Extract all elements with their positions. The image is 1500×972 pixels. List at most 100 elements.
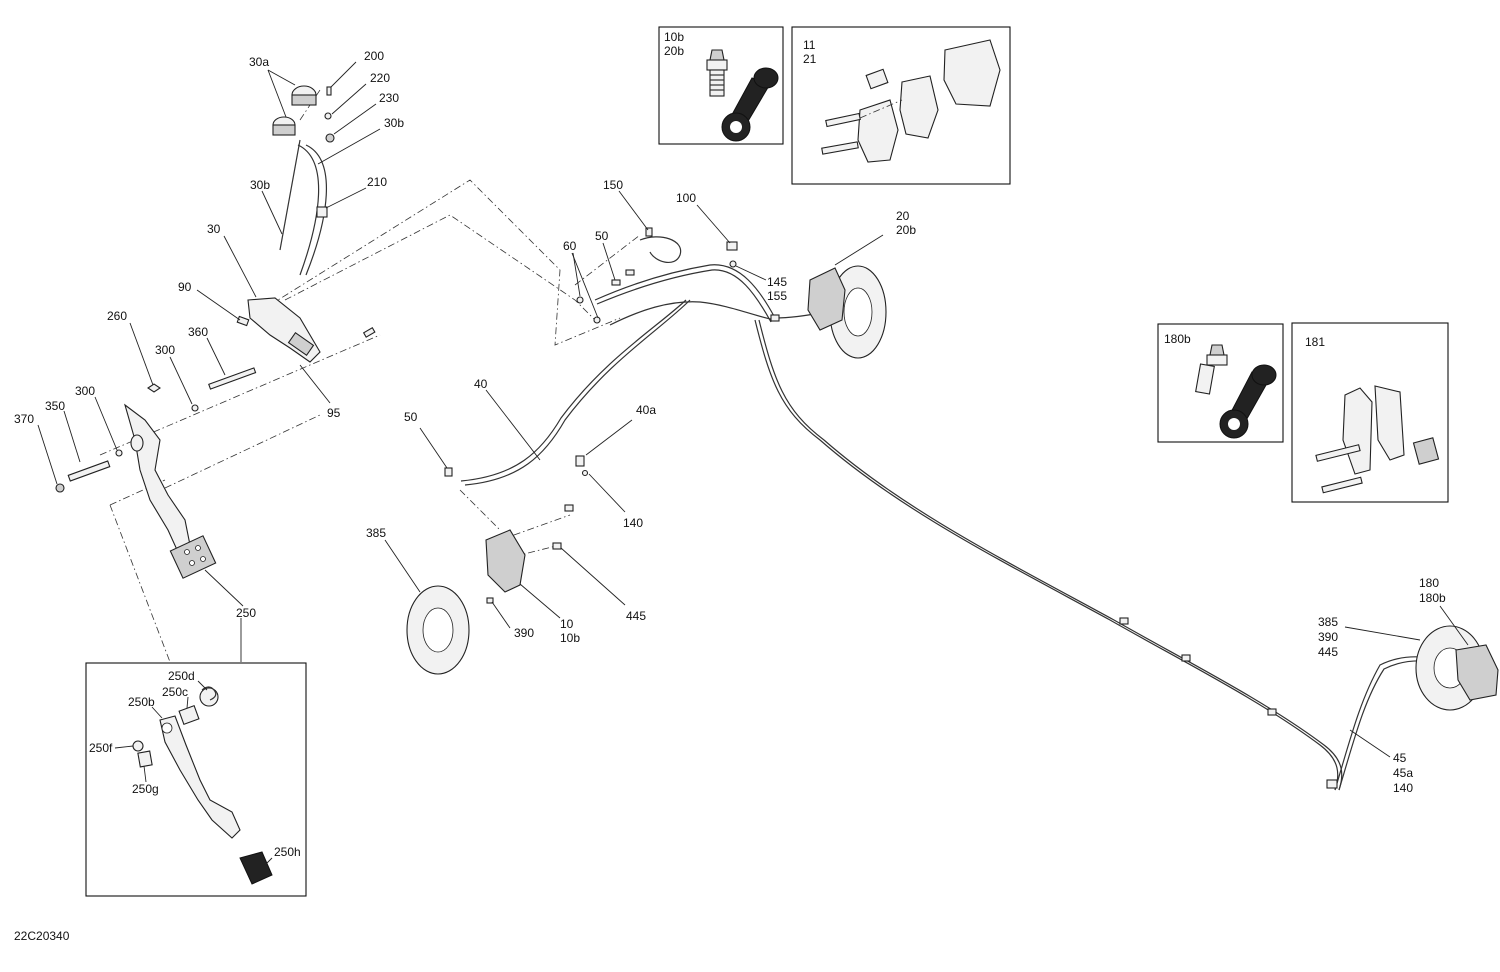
screw-icon	[326, 86, 332, 96]
callout-385: 385	[1318, 615, 1338, 629]
callout-260: 260	[107, 309, 127, 323]
callout-360: 360	[188, 325, 208, 339]
callout-90: 90	[178, 280, 192, 294]
callout-250b: 250b	[128, 695, 155, 709]
pin-bolt-icon	[1321, 476, 1363, 494]
bolt-icon	[552, 542, 562, 550]
line-clip-icon	[1267, 708, 1277, 716]
junction-fittings	[576, 227, 738, 324]
washer-icon	[576, 296, 584, 304]
washer-icon	[593, 316, 601, 324]
front-left-brake	[406, 455, 589, 675]
bleeder-screw-icon	[1195, 344, 1228, 395]
pin-bolt-icon	[825, 112, 861, 128]
diagram-id: 22C20340	[14, 929, 70, 943]
inset-label: 20b	[664, 44, 684, 58]
pedal-arm-icon	[124, 403, 191, 553]
inset-label: 11	[803, 38, 816, 52]
brake-pad-icon	[943, 39, 1001, 107]
inset-label: 10b	[664, 30, 684, 44]
callout-300: 300	[155, 343, 175, 357]
callout-30a: 30a	[249, 55, 269, 69]
bolt-icon	[236, 315, 250, 327]
callout-45a: 45a	[1393, 766, 1413, 780]
inset-label: 21	[803, 52, 817, 66]
callout-155: 155	[767, 289, 787, 303]
callout-20: 20	[896, 209, 910, 223]
brake-lines	[460, 236, 1445, 791]
caliper-icon	[485, 529, 526, 593]
callout-230: 230	[379, 91, 399, 105]
banjo-bolt-icon	[611, 279, 621, 286]
callout-labels: 30a 200 220 230 30b 210 30b 30 90 260 36…	[14, 49, 1446, 943]
pedal-spring-icon	[199, 687, 219, 707]
callout-250d: 250d	[168, 669, 195, 683]
callout-250h: 250h	[274, 845, 301, 859]
callout-250g: 250g	[132, 782, 159, 796]
front-right-brake	[807, 265, 887, 359]
callout-45: 45	[1393, 751, 1407, 765]
pad-shim-icon	[865, 68, 889, 90]
pad-spring-icon	[857, 99, 899, 163]
callout-390: 390	[514, 626, 534, 640]
callout-145: 145	[767, 275, 787, 289]
caliper-icon	[1455, 644, 1499, 701]
callout-30: 30	[207, 222, 221, 236]
inset-pedal-detail: 250d 250c 250b 250f 250g 250h	[85, 662, 307, 897]
bushing-icon	[178, 704, 200, 726]
callout-140: 140	[1393, 781, 1413, 795]
callout-390: 390	[1318, 630, 1338, 644]
callout-50: 50	[404, 410, 418, 424]
bolt-icon	[362, 327, 376, 338]
line-clip-icon	[770, 314, 780, 322]
callout-40: 40	[474, 377, 488, 391]
nut-icon	[55, 483, 65, 493]
pedal-spring-icon	[201, 686, 217, 701]
washer-icon	[729, 260, 737, 268]
callout-445: 445	[626, 609, 646, 623]
nut-icon	[325, 133, 335, 143]
clamp-icon	[316, 206, 328, 218]
callout-350: 350	[45, 399, 65, 413]
callout-100: 100	[676, 191, 696, 205]
bleeder-screw-icon	[706, 49, 728, 97]
inset-brake-pads-rear: 181	[1291, 322, 1449, 503]
line-clip-icon	[1181, 654, 1191, 662]
pivot-bolt-icon	[67, 460, 111, 482]
pedal-arm-icon	[159, 715, 241, 839]
callout-20b: 20b	[896, 223, 916, 237]
bleeder-cap-icon	[1219, 364, 1277, 439]
pivot-icon	[130, 434, 144, 452]
banjo-bolt-icon	[625, 269, 635, 276]
callout-445: 445	[1318, 645, 1338, 659]
callout-250c: 250c	[162, 685, 188, 699]
leader-lines	[37, 61, 1469, 758]
callout-50: 50	[595, 229, 609, 243]
pin-bolt-icon	[821, 141, 859, 155]
master-cylinder-assembly	[236, 85, 376, 363]
callout-250: 250	[236, 606, 256, 620]
callout-210: 210	[367, 175, 387, 189]
fitting-icon	[575, 455, 585, 467]
callout-180b: 180b	[1419, 591, 1446, 605]
callout-30b: 30b	[384, 116, 404, 130]
pad-shim-icon	[1412, 437, 1440, 465]
banjo-bolt-icon	[444, 467, 453, 477]
pedal-pad-icon	[169, 535, 217, 579]
line-clip-icon	[1119, 617, 1129, 625]
callout-40a: 40a	[636, 403, 656, 417]
callout-95: 95	[327, 406, 341, 420]
callout-140: 140	[623, 516, 643, 530]
rear-brake	[1415, 625, 1499, 711]
clip-ring-icon	[132, 740, 144, 752]
callout-180: 180	[1419, 576, 1439, 590]
callout-30b: 30b	[250, 178, 270, 192]
callout-300: 300	[75, 384, 95, 398]
washer-icon	[115, 449, 123, 457]
bushing-icon	[137, 750, 153, 768]
bolt-icon	[564, 504, 574, 512]
washer-icon	[191, 404, 199, 412]
washer-icon	[581, 469, 589, 477]
brake-pad-icon	[899, 75, 939, 139]
pin-icon	[208, 367, 257, 390]
